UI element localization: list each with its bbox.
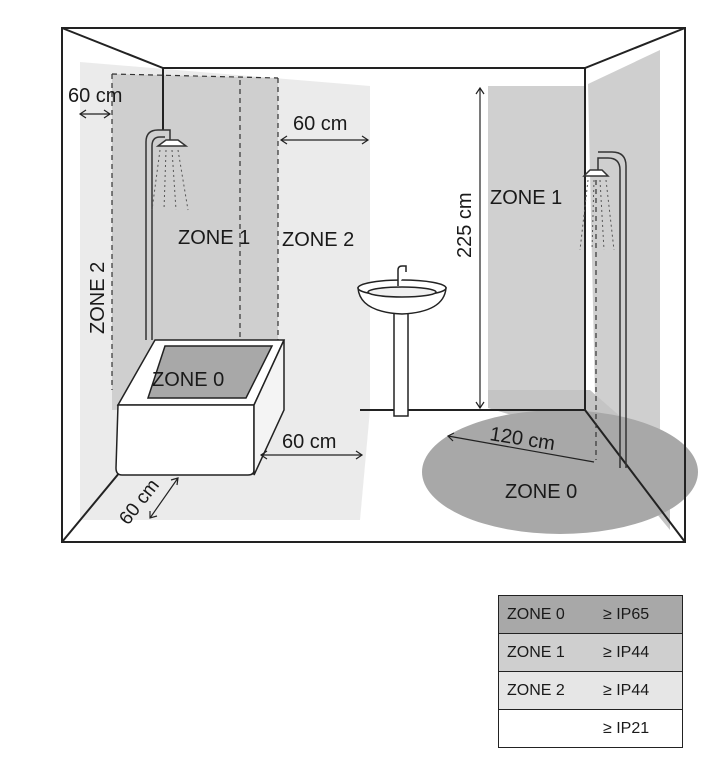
rating-cell: ≥ IP44 bbox=[597, 671, 683, 710]
right-shower-spray bbox=[579, 179, 615, 251]
bath-side-dim-label: 60 cm bbox=[282, 431, 336, 453]
zone-cell: ZONE 2 bbox=[498, 671, 597, 710]
left-shower-spray bbox=[151, 149, 189, 211]
zone1-left-area bbox=[112, 74, 278, 410]
zone-boundaries bbox=[111, 73, 597, 460]
table-row: ZONE 1 ≥ IP44 bbox=[498, 633, 683, 672]
zone1-left-label: ZONE 1 bbox=[178, 227, 250, 249]
rating-cell: ≥ IP21 bbox=[597, 709, 683, 748]
table-row: ZONE 0 ≥ IP65 bbox=[498, 595, 683, 634]
room-outline bbox=[61, 27, 686, 543]
height-dim-label: 225 cm bbox=[454, 192, 476, 258]
left-top-dim-label: 60 cm bbox=[68, 85, 122, 107]
zone0-bath-label: ZONE 0 bbox=[152, 369, 224, 391]
zone-cell: ZONE 0 bbox=[507, 605, 565, 623]
dimension-arrows bbox=[78, 86, 595, 519]
zone2-left-mid-label: ZONE 2 bbox=[282, 229, 354, 251]
zone0-floor-label: ZONE 0 bbox=[505, 481, 577, 503]
table-row: ≥ IP21 bbox=[498, 709, 683, 748]
zone1-right-area bbox=[488, 86, 584, 408]
zone2-left-vertical-label: ZONE 2 bbox=[87, 262, 109, 334]
zone0-floor-area bbox=[422, 410, 698, 534]
ip-rating-table: ZONE 0 ≥ IP65 ZONE 1 ≥ IP44 ZONE 2 ≥ IP4… bbox=[498, 595, 683, 748]
bathtub bbox=[115, 339, 286, 476]
zone-cell bbox=[498, 709, 597, 748]
rating-cell: ≥ IP65 bbox=[603, 605, 650, 623]
right-shower bbox=[582, 151, 627, 468]
left-shower bbox=[145, 129, 189, 340]
bathroom-zones-diagram: 60 cm 60 cm 225 cm ZONE 1 ZONE 2 ZONE 2 … bbox=[61, 27, 698, 543]
zone1-right-label: ZONE 1 bbox=[490, 187, 562, 209]
table-row: ZONE 2 ≥ IP44 bbox=[498, 671, 683, 710]
shower-right-dim-label: 60 cm bbox=[293, 113, 347, 135]
sink bbox=[357, 265, 447, 417]
zone-cell: ZONE 1 bbox=[498, 633, 597, 672]
rating-cell: ≥ IP44 bbox=[597, 633, 683, 672]
